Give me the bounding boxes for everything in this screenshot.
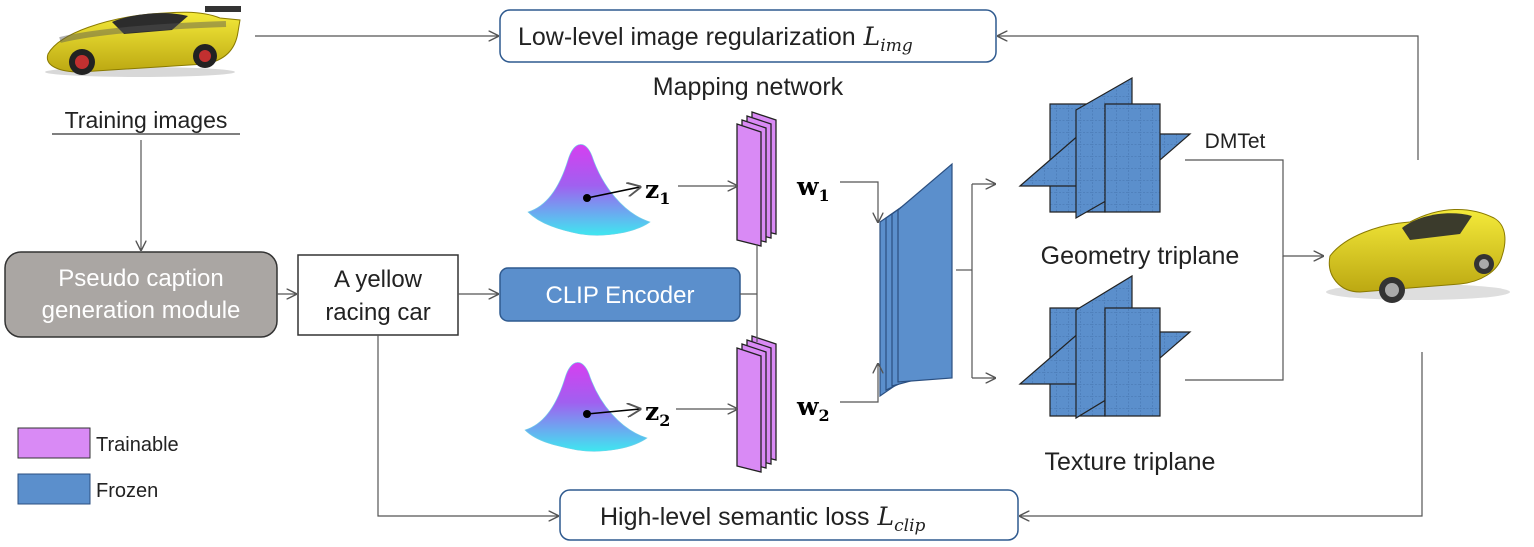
low-level-loss-box xyxy=(499,9,997,63)
training-images-label: Training images xyxy=(65,107,228,133)
mapping-network-bottom xyxy=(736,335,777,473)
legend: Trainable Frozen xyxy=(17,427,179,505)
connectors xyxy=(141,36,1423,516)
z1-vector xyxy=(586,187,640,199)
training-image-car xyxy=(45,6,241,77)
pseudo-caption-line1: Pseudo caption xyxy=(58,265,223,292)
high-level-loss-box xyxy=(559,489,1019,541)
mapping-network-top xyxy=(736,111,777,247)
gaussian-noise-2 xyxy=(524,362,648,452)
dmtet-label: DMTet xyxy=(1205,130,1266,153)
texture-triplane-label: Texture triplane xyxy=(1045,448,1216,476)
legend-label-trainable: Trainable xyxy=(96,434,179,456)
caption-line1: A yellow xyxy=(334,266,423,293)
legend-swatch-frozen xyxy=(17,473,91,505)
caption-box xyxy=(297,254,459,336)
z2-vector xyxy=(586,409,640,414)
legend-swatch-trainable xyxy=(17,427,91,459)
w1-label: w1 xyxy=(796,172,830,205)
w2-label: w2 xyxy=(796,392,830,425)
z1-label: z1 xyxy=(645,175,670,208)
legend-label-frozen: Frozen xyxy=(96,480,158,502)
geometry-triplane-graphic xyxy=(1018,76,1192,220)
triplane-generator xyxy=(879,162,953,398)
gaussian-noise-1 xyxy=(527,144,651,236)
generated-3d-car xyxy=(1326,209,1510,303)
pseudo-caption-line2: generation module xyxy=(42,297,241,324)
geometry-triplane-label: Geometry triplane xyxy=(1041,242,1240,270)
z2-label: z2 xyxy=(645,397,670,430)
clip-encoder-label: CLIP Encoder xyxy=(546,282,695,309)
mapping-network-label: Mapping network xyxy=(653,73,844,101)
caption-line2: racing car xyxy=(325,299,430,326)
texture-triplane-graphic xyxy=(1018,274,1192,420)
